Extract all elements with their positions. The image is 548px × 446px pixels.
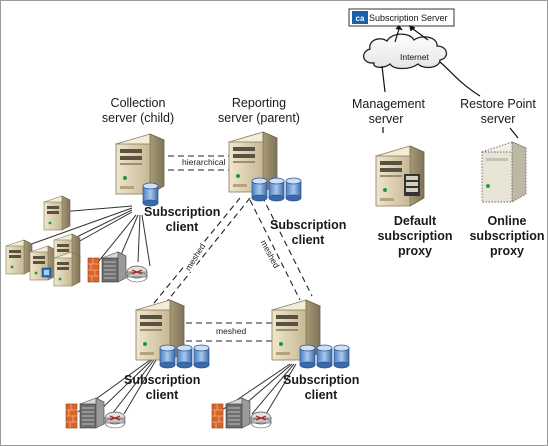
reporting-server-databases-icon [251, 177, 302, 202]
ca-logo: ca [356, 14, 365, 23]
bottom-right-databases-icon [299, 344, 350, 369]
lan-small-server-icon [43, 195, 71, 231]
bottom-left-network-devices-icon [65, 397, 126, 429]
lan-monitor-icon [41, 267, 52, 278]
lan-server-rack-icon [53, 233, 81, 287]
bottom-left-lan-links [77, 359, 157, 415]
subscription-server-label: Subscription Server [369, 13, 448, 23]
meshed-label-bottom: meshed [214, 326, 249, 336]
restore-point-server-icon [480, 141, 528, 203]
subscription-server-box: ca [348, 8, 455, 27]
internet-cloud-icon [363, 33, 448, 70]
bottom-left-databases-icon [159, 344, 210, 369]
management-server-icon [375, 145, 425, 207]
internet-label: Internet [400, 52, 429, 62]
lan-workstation-icon [5, 239, 33, 275]
hierarchical-label: hierarchical [180, 157, 228, 168]
internet-links [381, 25, 519, 139]
collection-server-database-icon [142, 182, 159, 207]
collection-lan-links [25, 205, 151, 267]
hierarchical-link [168, 155, 230, 171]
